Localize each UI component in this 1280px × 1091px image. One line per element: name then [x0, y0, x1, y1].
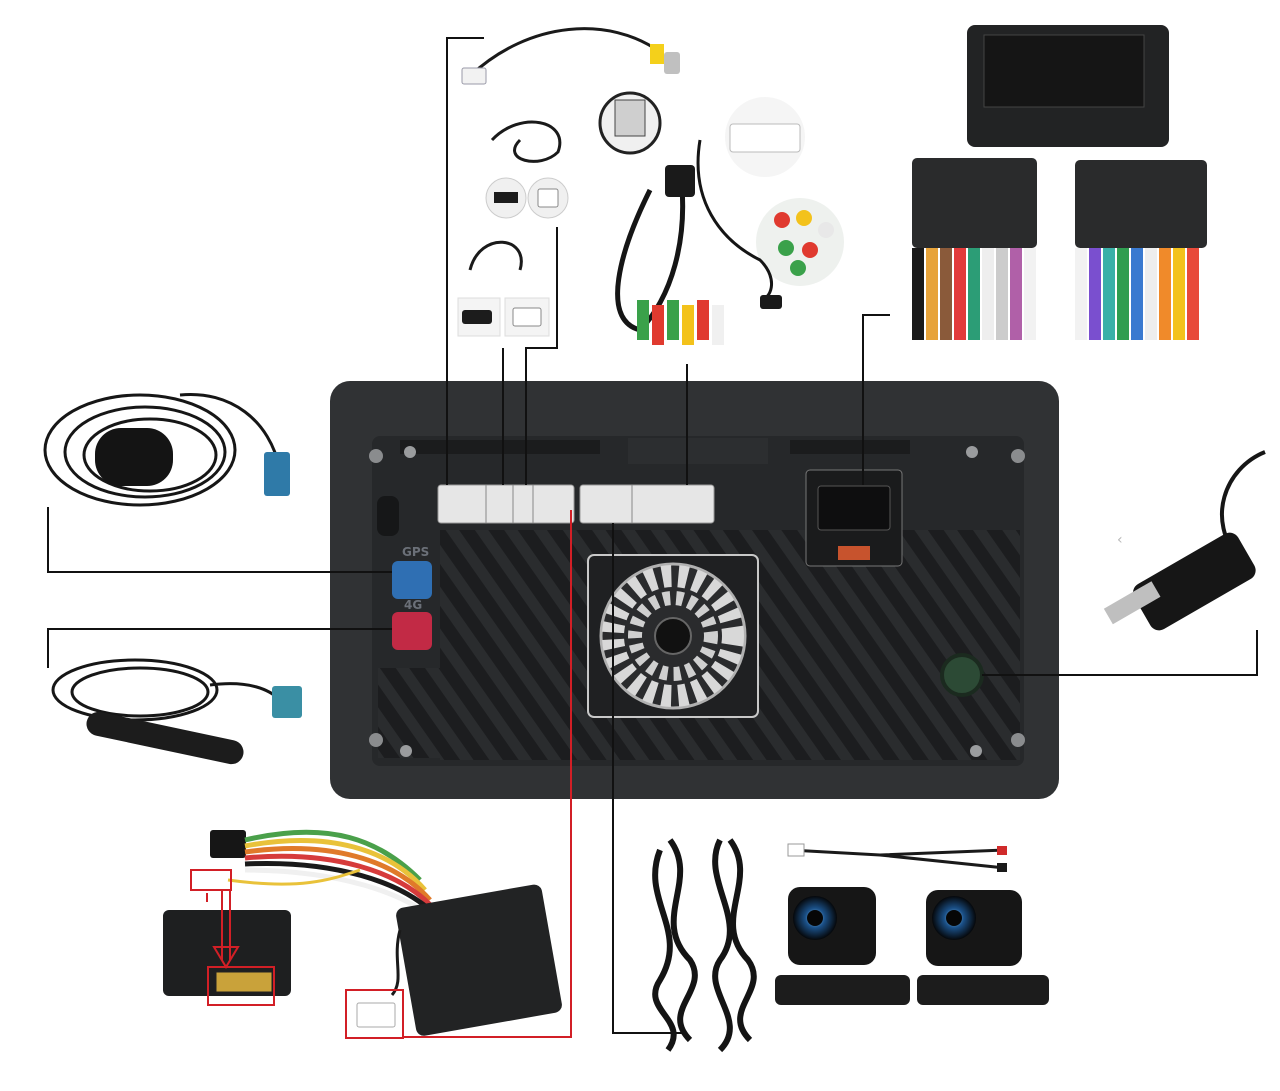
line-rca-reverse: [446, 37, 484, 485]
usb-cable-icon: [485, 120, 569, 219]
screw: [369, 733, 383, 747]
screw: [369, 449, 383, 463]
top-vent-right: [790, 440, 910, 454]
line-gps: [47, 507, 392, 573]
4g-port-label: 4G: [404, 598, 422, 612]
top-vent-left: [400, 440, 600, 454]
gps-port-label: GPS: [402, 545, 429, 559]
radio-antenna-jack: [940, 653, 984, 697]
4g-fakra-plug: [272, 686, 302, 718]
rca-cable-icon: [461, 27, 680, 85]
iso-wires-right: [1075, 248, 1199, 340]
screw: [970, 745, 982, 757]
4g-antenna-strip: [86, 711, 244, 765]
socket-row-right: [579, 484, 715, 524]
canbus-highlights: [190, 869, 404, 1039]
connector-lines: [47, 37, 1258, 1034]
gps-puck: [95, 428, 173, 486]
top-label-plate: [628, 438, 768, 464]
screw: [966, 446, 978, 458]
4g-port: [392, 612, 432, 650]
ground-bolt: [377, 496, 399, 536]
lower-grille: [378, 668, 448, 758]
line-radio: [982, 630, 1258, 676]
camera-cable: [787, 843, 1007, 872]
camera-icon: [917, 890, 1049, 1005]
canbus-box-port: [215, 971, 273, 993]
cable-coil-icon: [652, 838, 757, 1053]
screw: [400, 745, 412, 757]
camera-icon: [775, 887, 910, 1005]
carousel-prev-arrow[interactable]: ‹: [1117, 532, 1123, 548]
head-unit: GPS 4G: [330, 381, 1059, 799]
gps-fakra-plug: [264, 452, 290, 496]
line-4g: [47, 628, 392, 668]
car-plug: [396, 884, 562, 1036]
iso-wires-left: [912, 248, 1036, 340]
gps-port: [392, 561, 432, 599]
iso-plug-left: [912, 158, 1037, 248]
usb-cable-icon: [457, 240, 550, 337]
socket-row-left: [437, 484, 575, 524]
fan-hub: [654, 617, 692, 655]
line-usb-2: [525, 227, 558, 485]
iso-socket: [805, 469, 903, 567]
iso-connector-icon: [912, 25, 1207, 248]
wire-harness-icon: [598, 91, 844, 345]
canbus-harness: [163, 829, 562, 1036]
screw: [404, 446, 416, 458]
screw: [1011, 733, 1025, 747]
gps-antenna-icon: [43, 392, 290, 507]
antenna-icon: [51, 658, 302, 765]
iso-plug-right: [1075, 160, 1207, 248]
fan-blades: [602, 565, 744, 707]
screw: [1011, 449, 1025, 463]
radio-plug-icon: ‹: [1103, 450, 1266, 631]
line-canbus-highlight: [404, 510, 572, 1038]
line-iso: [862, 314, 890, 485]
line-camera: [612, 523, 682, 1034]
